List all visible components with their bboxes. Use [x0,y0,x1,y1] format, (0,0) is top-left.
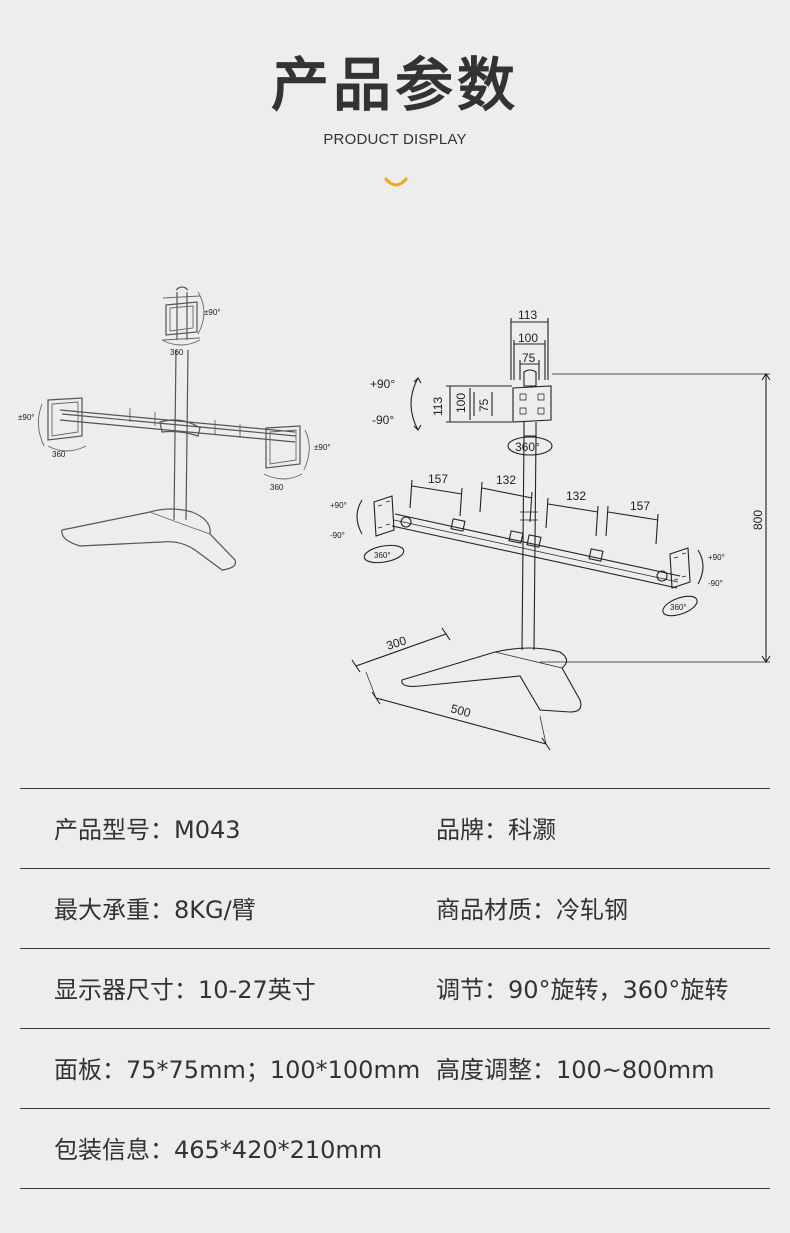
page-title: 产品参数 [270,51,519,119]
vesa-height-100-label: 100 [454,393,468,413]
spec-screen-size: 显示器尺寸：10-27英寸 [54,976,316,1004]
technical-drawing: 113 100 75 113 100 75 +90° -90° 360° 800 [330,308,771,751]
height-dimension-label: 800 [751,510,765,530]
top-tilt-down-label: -90° [372,413,394,427]
sketch-right-swivel-label: 360 [270,483,284,492]
top-tilt-up-label: +90° [370,377,395,391]
right-tilt-down-label: -90° [708,579,723,588]
spec-material: 商品材质：冷轧钢 [436,896,628,924]
left-tilt-up-label: +90° [330,501,347,510]
spec-model: 产品型号：M043 [54,816,241,844]
vesa-height-113-label: 113 [431,397,445,416]
spec-package: 包装信息：465*420*210mm [54,1136,383,1164]
sketch-left-rotation-label: ±90° [18,413,35,422]
spec-brand: 品牌：科灏 [436,816,556,844]
page-subtitle: PRODUCT DISPLAY [323,131,467,148]
arm-132-right-label: 132 [566,489,586,503]
spec-row: 显示器尺寸：10-27英寸 调节：90°旋转，360°旋转 [20,948,770,1028]
spec-panel: 面板：75*75mm；100*100mm [54,1056,421,1084]
arm-157-right-label: 157 [630,499,650,513]
spec-adjustment: 调节：90°旋转，360°旋转 [436,976,729,1004]
sketch-right-rotation-label: ±90° [314,443,331,452]
arm-132-left-label: 132 [496,473,516,487]
left-swivel-label: 360° [374,551,391,560]
spec-max-load: 最大承重：8KG/臂 [54,896,256,924]
spec-row: 面板：75*75mm；100*100mm 高度调整：100~800mm [20,1028,770,1108]
vesa-width-100-label: 100 [518,331,538,345]
vesa-width-113-label: 113 [518,308,537,322]
sketch-left-swivel-label: 360 [52,450,66,459]
vesa-width-75-label: 75 [522,351,536,365]
product-diagram-svg: ±90° 360 ±90° 360 ±90° 360 113 100 75 [18,286,771,751]
base-depth-label: 300 [385,633,409,653]
right-swivel-label: 360° [670,603,687,612]
base-width-label: 500 [449,701,472,720]
left-tilt-down-label: -90° [330,531,345,540]
vesa-height-75-label: 75 [477,398,491,412]
spec-row: 包装信息：465*420*210mm [20,1108,770,1189]
spec-row: 产品型号：M043 品牌：科灏 [20,788,770,868]
spec-table: 产品型号：M043 品牌：科灏 最大承重：8KG/臂 商品材质：冷轧钢 显示器尺… [20,788,770,1189]
spec-height-adjust: 高度调整：100~800mm [436,1056,715,1084]
sketch-drawing: ±90° 360 ±90° 360 ±90° 360 [18,286,331,571]
top-swivel-label: 360° [515,440,540,454]
arm-157-left-label: 157 [428,472,448,486]
sketch-top-swivel-label: 360 [170,348,184,357]
product-diagram: ±90° 360 ±90° 360 ±90° 360 113 100 75 [0,260,790,760]
accent-smile-icon [384,177,408,187]
sketch-top-rotation-label: ±90° [204,308,221,317]
spec-row: 最大承重：8KG/臂 商品材质：冷轧钢 [20,868,770,948]
right-tilt-up-label: +90° [708,553,725,562]
